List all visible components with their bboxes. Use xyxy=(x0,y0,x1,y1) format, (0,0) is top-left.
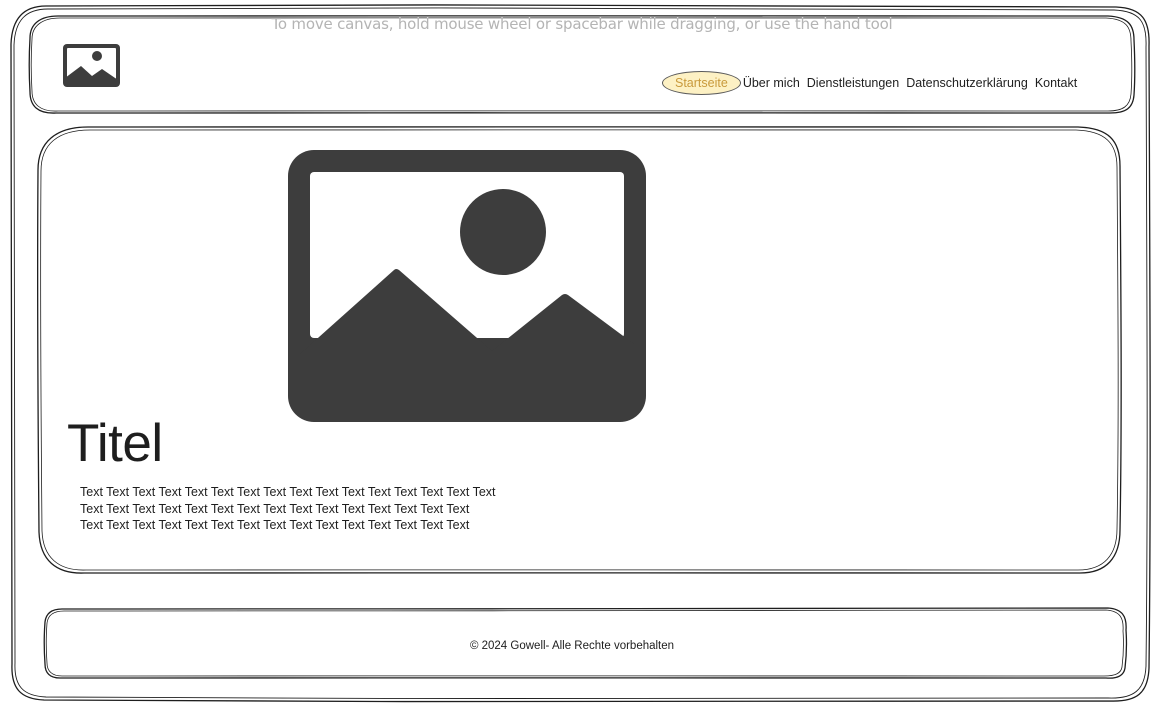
nav-item-datenschutzerklaerung[interactable]: Datenschutzerklärung xyxy=(906,76,1028,90)
footer-copyright: © 2024 Gowell- Alle Rechte vorbehalten xyxy=(469,640,675,652)
nav-item-startseite[interactable]: Startseite xyxy=(662,71,741,95)
hero-text-line: Text Text Text Text Text Text Text Text … xyxy=(80,485,496,499)
hero-image-placeholder-icon xyxy=(272,139,662,441)
hero-body-text: Text Text Text Text Text Text Text Text … xyxy=(80,484,580,534)
nav-item-ueber-mich[interactable]: Über mich xyxy=(742,76,800,90)
hero-title: Titel xyxy=(67,414,163,473)
hero-text-line: Text Text Text Text Text Text Text Text … xyxy=(80,518,470,532)
main-nav: Startseite Über mich Dienstleistungen Da… xyxy=(662,71,1078,95)
nav-item-dienstleistungen[interactable]: Dienstleistungen xyxy=(806,76,900,90)
hero-text-line: Text Text Text Text Text Text Text Text … xyxy=(80,501,470,516)
canvas-hint: To move canvas, hold mouse wheel or spac… xyxy=(271,15,893,33)
logo-image-placeholder-icon[interactable] xyxy=(61,42,122,89)
nav-item-kontakt[interactable]: Kontakt xyxy=(1034,76,1078,90)
